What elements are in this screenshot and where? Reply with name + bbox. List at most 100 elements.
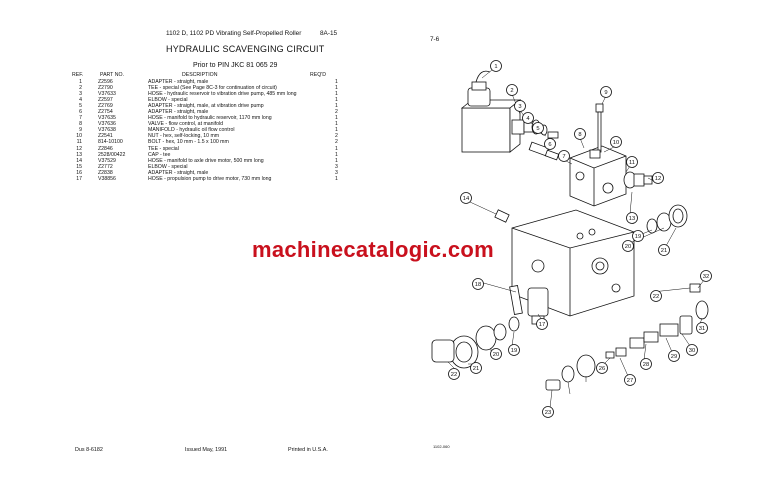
ref-cell: 8 (79, 121, 82, 128)
description-cell: HOSE - propulsion pump to drive motor, 7… (148, 175, 272, 182)
parts-row: 8 V37636 VALVE - flow control, at manifold… (70, 121, 350, 127)
part-number-cell: Z2772 (98, 163, 113, 170)
callout-2: 2 (506, 84, 518, 96)
callout-number: 20 (493, 352, 499, 358)
callout-number: 19 (635, 234, 641, 240)
callout-29: 29 (668, 350, 680, 362)
part-number-cell: Z2846 (98, 145, 113, 152)
callout-20: 20 (622, 240, 634, 252)
quantity-cell: 2 (335, 139, 338, 146)
callout-26: 26 (596, 362, 608, 374)
callout-21: 21 (658, 244, 670, 256)
model-header: 1102 D, 1102 PD Vibrating Self-Propelled… (166, 30, 302, 37)
callout-18: 18 (472, 278, 484, 290)
callout-31: 31 (696, 322, 708, 334)
description-cell: ELBOW - special (148, 97, 188, 104)
quantity-cell: 1 (335, 175, 338, 182)
part-number-cell: V37635 (98, 115, 116, 122)
callout-number: 17 (539, 322, 545, 328)
part-number-cell: V37636 (98, 121, 116, 128)
callout-number: 8 (578, 132, 581, 138)
ref-cell: 4 (79, 97, 82, 104)
ref-cell: 15 (76, 163, 82, 170)
callout-number: 26 (599, 366, 605, 372)
callout-number: 32 (703, 274, 709, 280)
callout-27: 27 (624, 374, 636, 386)
callout-number: 31 (699, 326, 705, 332)
callout-6: 6 (544, 138, 556, 150)
callout-number: 7 (562, 154, 565, 160)
figure-code: 1102-060 (433, 444, 450, 449)
callout-number: 20 (625, 244, 631, 250)
quantity-cell: 3 (335, 169, 338, 176)
description-cell: VALVE - flow control, at manifold (148, 121, 224, 128)
page-title: HYDRAULIC SCAVENGING CIRCUIT (166, 44, 325, 54)
callout-32: 32 (700, 270, 712, 282)
page-reference: 8A-15 (320, 30, 338, 37)
callout-19: 19 (632, 230, 644, 242)
callout-7: 7 (558, 150, 570, 162)
description-cell: TEE - special (148, 145, 179, 152)
description-cell: TEE - special (See Page 8C-3 for continu… (148, 85, 277, 92)
callout-8: 8 (574, 128, 586, 140)
callout-1: 1 (490, 60, 502, 72)
callout-21: 21 (470, 362, 482, 374)
page-subtitle: Prior to PIN JKC 81 065 29 (193, 62, 278, 69)
quantity-cell: 1 (335, 121, 338, 128)
callout-number: 2 (510, 88, 513, 94)
print-origin: Printed in U.S.A. (288, 447, 328, 453)
quantity-cell: 1 (335, 85, 338, 92)
callout-number: 29 (671, 354, 677, 360)
callout-9: 9 (600, 86, 612, 98)
issue-date: Issued May, 1991 (185, 447, 228, 453)
callout-17: 17 (536, 318, 548, 330)
parts-row: 12 Z2846 TEE - special 1 (70, 146, 350, 152)
ref-cell: 12 (76, 145, 82, 152)
callout-23: 23 (542, 406, 554, 418)
quantity-cell: 2 (335, 109, 338, 116)
description-cell: ADAPTER - straight, male (148, 109, 209, 116)
callout-number: 4 (526, 116, 530, 122)
description-cell: NUT - hex, self-locking, 10 mm (148, 133, 220, 140)
part-number-cell: V37633 (98, 91, 116, 98)
callout-number: 21 (473, 366, 479, 372)
doc-number: Dus 8-6182 (75, 447, 103, 453)
callout-number: 3 (518, 104, 521, 110)
quantity-cell: 3 (335, 163, 338, 170)
callout-number: 1 (494, 64, 497, 70)
ref-cell: 1 (79, 79, 82, 85)
ref-cell: 10 (76, 133, 82, 140)
ref-cell: 5 (79, 103, 82, 110)
callout-13: 13 (626, 212, 638, 224)
quantity-cell: 1 (335, 91, 338, 98)
quantity-cell: 1 (335, 103, 338, 110)
part-number-cell: V37638 (98, 127, 116, 134)
description-cell: ADAPTER - straight, male, at vibration d… (148, 103, 264, 110)
part-number-cell: Z2541 (98, 133, 113, 140)
callout-number: 11 (629, 160, 635, 166)
quantity-cell: 1 (335, 127, 338, 134)
ref-cell: 7 (79, 115, 82, 122)
description-cell: HOSE - manifold to hydraulic reservoir, … (148, 115, 272, 122)
part-number-cell: Z2597 (98, 97, 113, 104)
callout-4: 4 (522, 112, 534, 124)
description-cell: CAP - tee (148, 151, 171, 158)
parts-row: 7 V37635 HOSE - manifold to hydraulic rese… (70, 115, 350, 121)
part-number-cell: Z2790 (98, 85, 113, 92)
ref-cell: 3 (79, 91, 82, 98)
callout-3: 3 (514, 100, 526, 112)
quantity-cell: 1 (335, 145, 338, 152)
callout-layer: 1234567891011121314181719202122323130292… (448, 60, 712, 418)
